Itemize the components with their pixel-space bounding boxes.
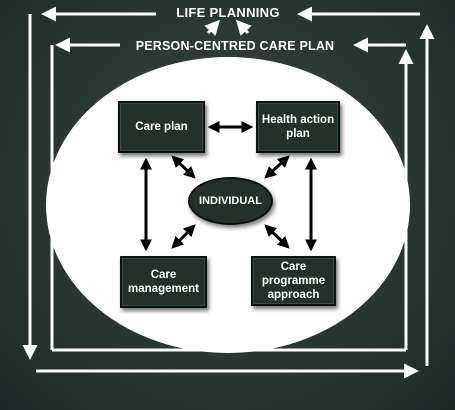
boxes-to-pcp-arrows	[176, 69, 278, 89]
connector-arrows	[140, 121, 317, 252]
life-planning-frame	[22, 6, 435, 379]
health-action-plan-label: Health action plan	[261, 114, 335, 140]
care-programme-approach-box: Care programme approach	[251, 256, 336, 306]
health-action-plan-box: Health action plan	[256, 101, 340, 153]
person-centred-care-plan-title: PERSON-CENTRED CARE PLAN	[135, 39, 335, 53]
individual-node: INDIVIDUAL	[188, 177, 273, 225]
individual-label: INDIVIDUAL	[199, 195, 262, 207]
care-programme-approach-label: Care programme approach	[261, 261, 326, 301]
care-plan-label: Care plan	[135, 121, 188, 133]
person-centred-frame	[50, 37, 414, 352]
life-planning-title: LIFE PLANNING	[176, 5, 280, 20]
pcp-to-life-arrows	[204, 19, 252, 36]
care-plan-box: Care plan	[118, 101, 205, 153]
care-management-box: Care management	[120, 256, 207, 308]
care-management-label: Care management	[128, 269, 199, 295]
